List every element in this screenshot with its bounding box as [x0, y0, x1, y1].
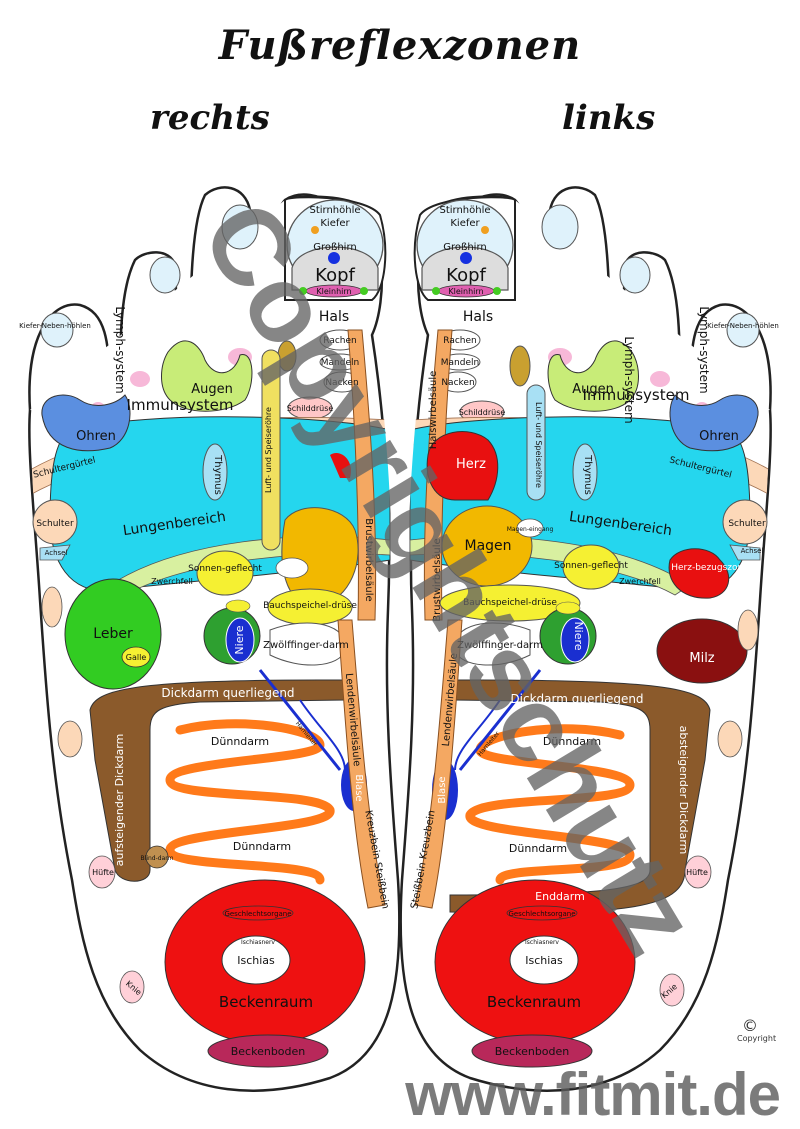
label-schilddruese-l: Schilddrüse: [459, 408, 506, 417]
label-kopf-l: Kopf: [446, 265, 486, 286]
label-geschlecht-l: Geschlechtsorgane: [508, 910, 575, 918]
side-label-right: rechts: [150, 98, 270, 138]
label-rachen-l: Rachen: [443, 336, 476, 346]
label-thymus-r: Thymus: [212, 454, 223, 495]
label-hals-l: Hals: [463, 309, 493, 325]
label-schilddruese-r: Schilddrüse: [287, 404, 334, 413]
label-mageneingang-l: Magen-eingang: [507, 526, 554, 533]
label-kleinhirn-l: Kleinhirn: [448, 287, 483, 296]
label-schulter-l: Schulter: [728, 519, 766, 529]
label-duenndarm-r1: Dünndarm: [211, 735, 269, 748]
label-milz-l: Milz: [689, 651, 714, 666]
label-kleinhirn-r: Kleinhirn: [316, 287, 351, 296]
label-zwoelffinger-l: Zwölffinger-darm: [457, 640, 543, 651]
label-achsel-l: Achsel: [741, 547, 764, 555]
label-huefte-l: Hüfte: [686, 868, 708, 877]
label-schulter-r: Schulter: [36, 519, 74, 529]
label-hals-r: Hals: [319, 309, 349, 325]
label-stirnhoehle-l: Stirnhöhle: [439, 205, 490, 216]
label-kopf-r: Kopf: [315, 265, 355, 286]
label-absteigender-l: absteigender Dickdarm: [677, 726, 690, 855]
label-mandeln-r: Mandeln: [321, 358, 359, 368]
label-sonnengeflecht-r: Sonnen-geflecht: [188, 564, 262, 574]
label-niere-r: Niere: [233, 625, 246, 654]
label-mandeln-l: Mandeln: [441, 358, 479, 368]
label-immunsystem-r: Immunsystem: [127, 396, 234, 414]
label-duenndarm-r2: Dünndarm: [233, 840, 291, 853]
label-huefte-r: Hüfte: [92, 868, 114, 877]
right-foot: [28, 186, 401, 1092]
label-rachen-r: Rachen: [323, 336, 356, 346]
label-beckenraum-r: Beckenraum: [219, 993, 313, 1011]
label-lymph-r1: Lymph-system: [113, 306, 127, 393]
label-ohren-l: Ohren: [699, 429, 739, 444]
label-luft-l: Luft- und Speiseröhre: [534, 402, 543, 488]
left-foot: [399, 186, 772, 1092]
label-augen-l: Augen: [572, 382, 614, 397]
label-zwerchfell-r: Zwerchfell: [151, 577, 193, 586]
label-herzbezug-l: Herz-bezugszone: [671, 563, 749, 573]
label-kiefernebenhoehlen-r1: Kiefer-Neben-höhlen: [19, 322, 91, 330]
label-aufsteigender-r: aufsteigender Dickdarm: [113, 734, 126, 867]
label-geschlecht-r: Geschlechtsorgane: [224, 910, 291, 918]
label-enddarm-l: Enddarm: [535, 890, 585, 903]
label-ischias-r: Ischias: [237, 954, 275, 967]
label-halswirbel-l: Halswirbelsäule: [428, 371, 439, 450]
label-grosshirn-l: Großhirn: [443, 242, 486, 253]
label-magen-l: Magen: [464, 538, 511, 554]
label-bauchspeichel-l: Bauchspeichel-drüse: [463, 598, 557, 608]
label-zwoelffinger-r: Zwölffinger-darm: [263, 640, 349, 651]
label-beckenboden-l: Beckenboden: [495, 1045, 570, 1058]
label-galle-r: Galle: [126, 653, 147, 662]
label-lymph-l2: Lymph-system: [622, 336, 636, 423]
label-nacken-r: Nacken: [325, 378, 358, 388]
label-thymus-l: Thymus: [582, 454, 593, 495]
label-herz-l: Herz: [456, 457, 486, 472]
label-kiefer-l: Kiefer: [450, 218, 480, 229]
side-label-left: links: [562, 98, 656, 138]
label-brustwirbel-l: Brustwirbelsäule: [432, 538, 443, 621]
label-lymph-l1: Lymph-system: [697, 306, 711, 393]
label-kiefer-r: Kiefer: [320, 218, 350, 229]
page-title: Fußreflexzonen: [218, 22, 582, 69]
right-toes: [40, 196, 387, 420]
label-blase-r: Blase: [353, 774, 364, 801]
label-immunsystem-l: Immunsystem: [583, 386, 690, 404]
label-ischiasnerv-l: Ischiasnerv: [525, 939, 559, 946]
label-duenndarm-l1: Dünndarm: [543, 735, 601, 748]
copyright-small: Copyright: [737, 1034, 777, 1043]
copyright-mark: ©: [742, 1016, 758, 1035]
label-brustwirbel-r: Brustwirbelsäule: [363, 518, 374, 601]
label-kiefernebenhoehlen-l1: Kiefer-Neben-höhlen: [707, 322, 779, 330]
label-ischiasnerv-r: Ischiasnerv: [241, 939, 275, 946]
label-nacken-l: Nacken: [441, 378, 474, 388]
label-dickdarm-quer-l: Dickdarm querliegend: [510, 692, 643, 706]
label-achsel-r: Achsel: [45, 549, 68, 557]
label-blinddarm-r: Blind-darm: [141, 855, 174, 862]
label-ohren-r: Ohren: [76, 429, 116, 444]
label-bauchspeichel-r: Bauchspeichel-drüse: [263, 601, 357, 611]
label-niere-l: Niere: [572, 621, 585, 650]
label-augen-r: Augen: [191, 382, 233, 397]
label-leber-r: Leber: [93, 626, 133, 642]
label-grosshirn-r: Großhirn: [313, 242, 356, 253]
label-blase-l: Blase: [437, 776, 448, 803]
label-duenndarm-l2: Dünndarm: [509, 842, 567, 855]
label-zwerchfell-l: Zwerchfell: [619, 577, 661, 586]
label-luft-r: Luft- und Speiseröhre: [264, 407, 273, 493]
label-ischias-l: Ischias: [525, 954, 563, 967]
label-beckenboden-r: Beckenboden: [231, 1045, 306, 1058]
label-dickdarm-quer-r: Dickdarm querliegend: [161, 686, 294, 700]
label-sonnengeflecht-l: Sonnen-geflecht: [554, 561, 628, 571]
label-beckenraum-l: Beckenraum: [487, 993, 581, 1011]
label-stirnhoehle-r: Stirnhöhle: [309, 205, 360, 216]
